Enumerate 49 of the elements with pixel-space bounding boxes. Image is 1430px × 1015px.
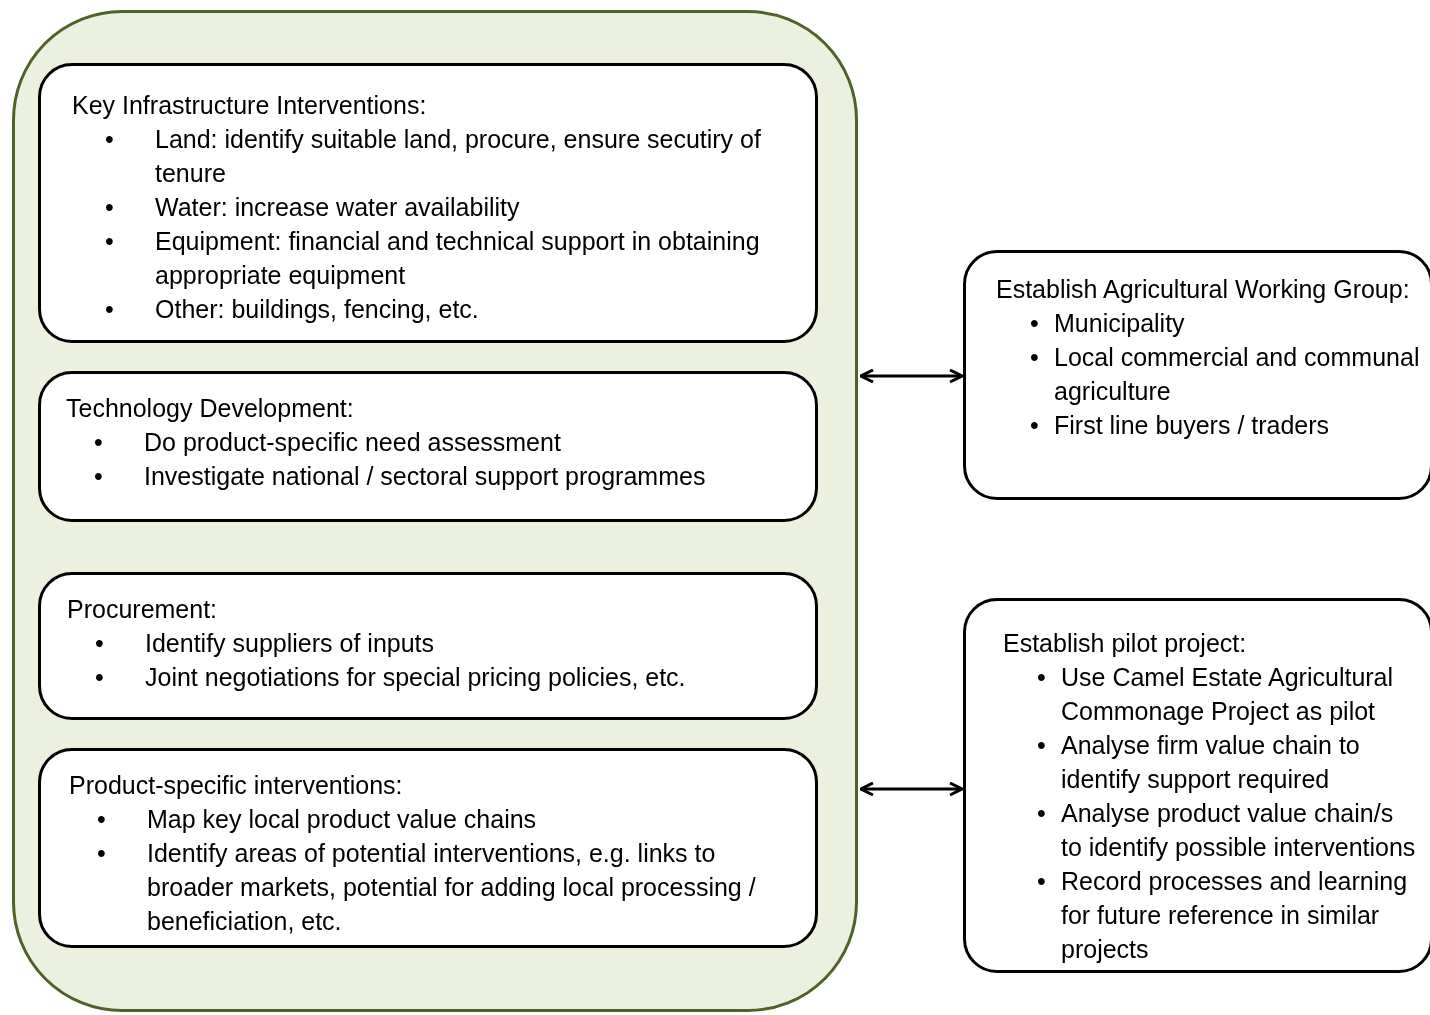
bullet-text: Identify areas of potential interventions, e.g. links to broader markets, potential for adding local processing / beneficiation, etc.: [147, 838, 757, 937]
bullet-marker: •: [95, 628, 105, 659]
bullet-text: Analyse product value chain/s to identify possible interventions: [1061, 798, 1417, 863]
box-heading: Establish pilot project:: [1003, 628, 1248, 659]
bullet-marker: •: [105, 124, 115, 155]
double-arrow: [859, 781, 964, 797]
box-heading: Procurement:: [67, 594, 219, 625]
bullet-marker: •: [1037, 798, 1047, 829]
bullet-text: Map key local product value chains: [147, 804, 537, 835]
bullet-marker: •: [94, 461, 104, 492]
bullet-text: Investigate national / sectoral support programmes: [144, 461, 706, 492]
bullet-marker: •: [94, 427, 104, 458]
process-box: [38, 572, 818, 720]
bullet-text: Analyse firm value chain to identify support required: [1061, 730, 1361, 795]
box-heading: Technology Development:: [66, 393, 355, 424]
process-box: [38, 63, 818, 343]
bullet-text: Equipment: financial and technical support in obtaining appropriate equipment: [155, 226, 761, 291]
bullet-text: Record processes and learning for future reference in similar projects: [1061, 866, 1409, 965]
bullet-marker: •: [97, 804, 107, 835]
group-panel: [12, 10, 858, 1012]
bullet-text: Municipality: [1054, 308, 1185, 339]
process-box: [963, 250, 1430, 500]
bullet-marker: •: [1030, 342, 1040, 373]
process-box: [963, 598, 1430, 973]
bullet-marker: •: [105, 192, 115, 223]
process-box: [38, 748, 818, 948]
bullet-marker: •: [95, 662, 105, 693]
bullet-text: Water: increase water availability: [155, 192, 520, 223]
bullet-marker: •: [1030, 308, 1040, 339]
bullet-text: Local commercial and communal agriculture: [1054, 342, 1420, 407]
box-heading: Product-specific interventions:: [69, 770, 404, 801]
bullet-text: Other: buildings, fencing, etc.: [155, 294, 479, 325]
bullet-marker: •: [97, 838, 107, 869]
bullet-text: Do product-specific need assessment: [144, 427, 561, 458]
bullet-marker: •: [1030, 410, 1040, 441]
bullet-text: Land: identify suitable land, procure, ensure secutiry of tenure: [155, 124, 762, 189]
box-heading: Key Infrastructure Interventions:: [72, 90, 428, 121]
bullet-text: Use Camel Estate Agricultural Commonage Project as pilot: [1061, 662, 1395, 727]
process-box: [38, 371, 818, 522]
box-heading: Establish Agricultural Working Group:: [996, 274, 1411, 305]
double-arrow: [859, 368, 964, 384]
bullet-text: Joint negotiations for special pricing policies, etc.: [145, 662, 686, 693]
bullet-marker: •: [1037, 662, 1047, 693]
bullet-marker: •: [1037, 730, 1047, 761]
bullet-text: First line buyers / traders: [1054, 410, 1330, 441]
bullet-marker: •: [1037, 866, 1047, 897]
bullet-marker: •: [105, 294, 115, 325]
bullet-marker: •: [105, 226, 115, 257]
bullet-text: Identify suppliers of inputs: [145, 628, 435, 659]
